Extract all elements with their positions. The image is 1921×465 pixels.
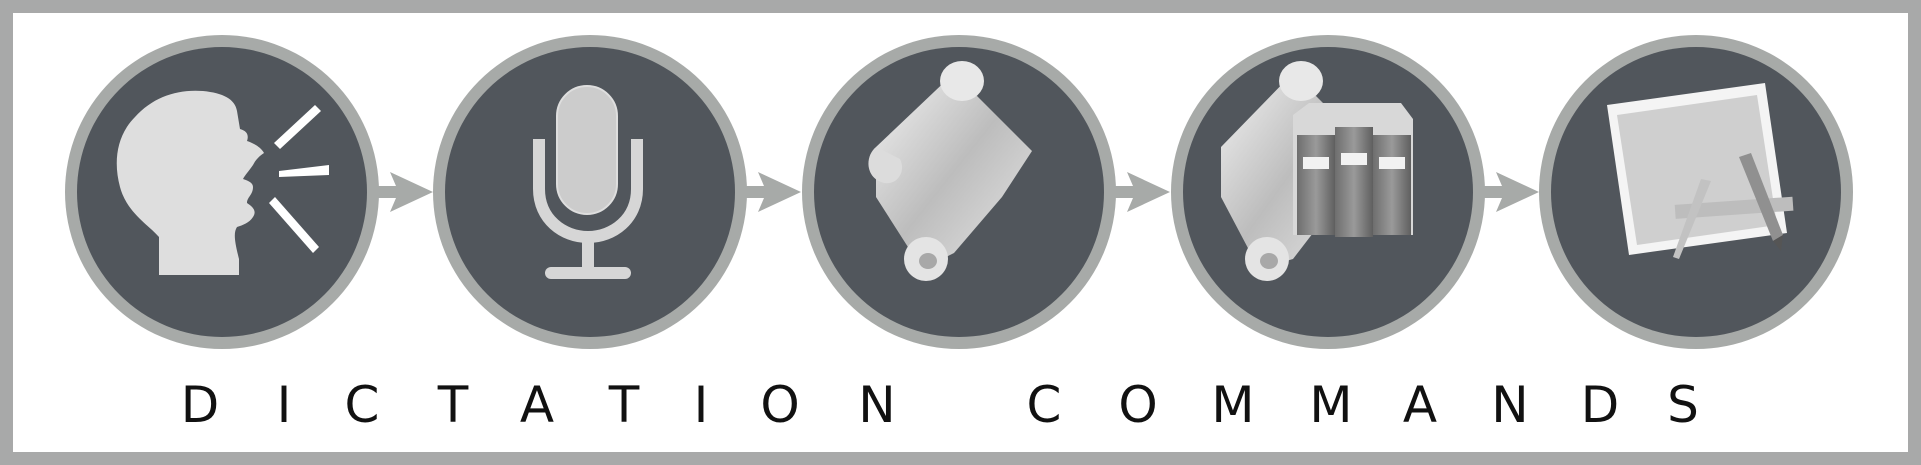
caption-letter: N xyxy=(1491,376,1529,434)
step-4-circle-inner xyxy=(1183,47,1473,337)
caption-letter: I xyxy=(693,376,709,434)
caption-letter: O xyxy=(1118,376,1158,434)
caption-letter: C xyxy=(1026,376,1062,434)
step-5-circle-inner xyxy=(1551,47,1841,337)
script-library-icon xyxy=(1221,61,1413,281)
caption-letter: I xyxy=(276,376,292,434)
caption-letter: D xyxy=(1580,376,1620,434)
caption-letter: N xyxy=(858,376,896,434)
caption-letter: M xyxy=(1211,376,1255,434)
speaking-head-icon xyxy=(116,90,329,276)
step-3-circle xyxy=(802,35,1116,349)
microphone-icon xyxy=(533,85,643,279)
caption-letter: M xyxy=(1309,376,1353,434)
right-arrow-icon xyxy=(1482,172,1539,212)
caption-letter: D xyxy=(180,376,220,434)
caption-letter: A xyxy=(1402,376,1438,434)
right-arrow-icon xyxy=(744,172,801,212)
script-scroll-icon xyxy=(868,61,1032,281)
step-2-circle-inner xyxy=(445,47,735,337)
banner-caption: D I C T A T I O N C O M M A N D S xyxy=(0,370,1921,440)
caption-letter: T xyxy=(437,376,469,434)
caption-letter: T xyxy=(608,376,640,434)
step-4-circle xyxy=(1171,35,1485,349)
step-1-circle-inner xyxy=(77,47,367,337)
right-arrow-icon xyxy=(1113,172,1170,212)
step-2-circle xyxy=(433,35,747,349)
caption-letter: S xyxy=(1667,376,1699,434)
caption-letter: O xyxy=(760,376,800,434)
caption-letter: A xyxy=(519,376,555,434)
caption-letter: C xyxy=(344,376,380,434)
text-document-app-icon xyxy=(1607,83,1794,259)
right-arrow-icon xyxy=(376,172,433,212)
step-3-circle-inner xyxy=(814,47,1104,337)
step-5-circle xyxy=(1539,35,1853,349)
step-1-circle xyxy=(65,35,379,349)
